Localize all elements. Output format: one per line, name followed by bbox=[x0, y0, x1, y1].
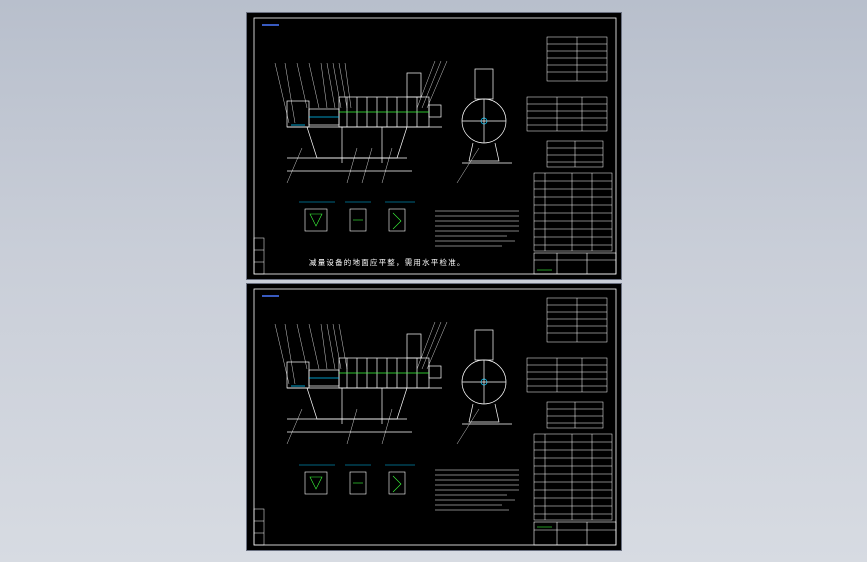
title-block bbox=[533, 521, 617, 546]
left-margin-block bbox=[253, 237, 265, 275]
spec-table-3 bbox=[546, 140, 604, 168]
spec-table-2 bbox=[526, 96, 608, 132]
technical-notes-block bbox=[435, 469, 519, 511]
cad-drawing-bottom bbox=[253, 288, 617, 546]
spec-table-1 bbox=[546, 36, 608, 82]
machine-highlights bbox=[291, 372, 429, 387]
left-margin-block bbox=[253, 508, 265, 546]
parts-list-table bbox=[533, 172, 613, 252]
machine-side-view bbox=[286, 72, 442, 172]
spec-table-1 bbox=[546, 297, 608, 343]
drawing-frame bbox=[253, 288, 617, 546]
end-view-wheel bbox=[461, 68, 512, 164]
spec-table-2 bbox=[526, 357, 608, 393]
drawing-note-caption: 减量设备的地面应平整，需用水平检准。 bbox=[309, 258, 466, 267]
drawing-frame bbox=[253, 17, 617, 275]
end-view-wheel bbox=[461, 329, 512, 425]
title-block bbox=[533, 252, 617, 275]
spec-table-3 bbox=[546, 401, 604, 429]
leader-lines bbox=[274, 321, 480, 445]
leader-lines bbox=[274, 60, 480, 184]
detail-views bbox=[299, 464, 415, 495]
machine-highlights bbox=[291, 111, 429, 126]
detail-views bbox=[299, 201, 415, 232]
drawing-sheet-bottom bbox=[246, 283, 622, 551]
machine-side-view bbox=[286, 333, 442, 433]
cad-drawing-top bbox=[253, 17, 617, 275]
technical-notes-block bbox=[435, 210, 519, 247]
parts-list-table bbox=[533, 433, 613, 521]
drawing-sheet-top: 减量设备的地面应平整，需用水平检准。 bbox=[246, 12, 622, 280]
